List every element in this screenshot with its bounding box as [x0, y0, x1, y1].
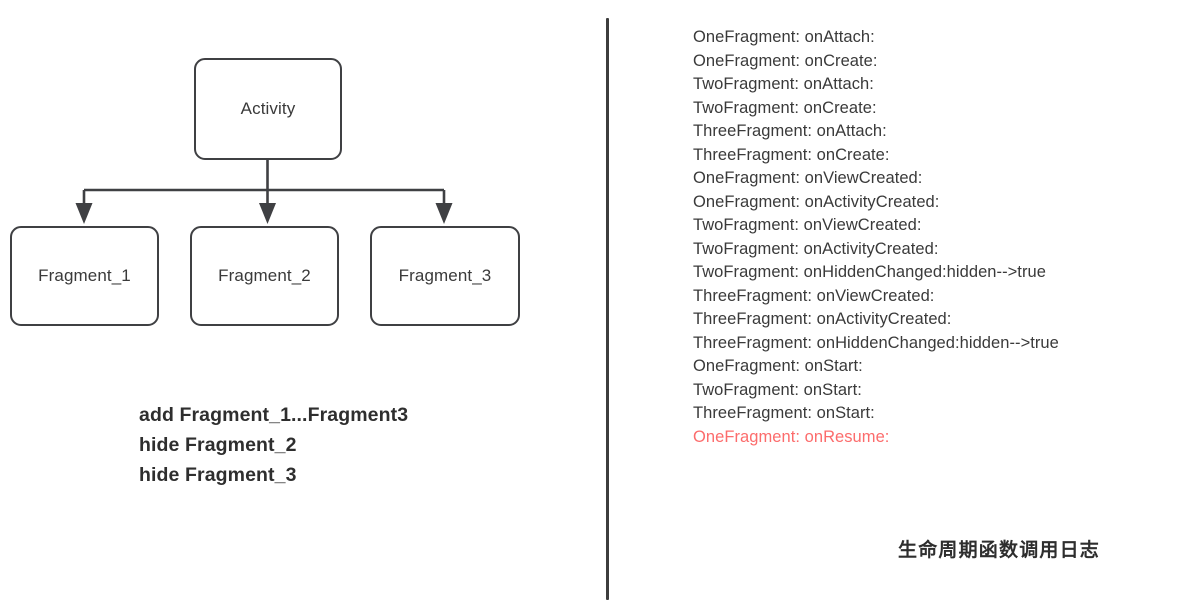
log-line: ThreeFragment: onStart: [693, 404, 875, 422]
log-line: TwoFragment: onHiddenChanged:hidden-->tr… [693, 263, 1046, 281]
diagram-panel: Activity Fragment_1 Fragment_2 Fragment_… [10, 58, 520, 490]
log-line: OneFragment: onStart: [693, 357, 863, 375]
log-line-highlighted: OneFragment: onResume: [693, 427, 890, 446]
log-line: ThreeFragment: onAttach: [693, 122, 887, 140]
log-line: OneFragment: onViewCreated: [693, 169, 923, 187]
node-fragment-3[interactable]: Fragment_3 [370, 226, 520, 326]
instruction-line: hide Fragment_3 [139, 464, 297, 486]
node-fragment-2-label: Fragment_2 [218, 266, 311, 285]
node-activity[interactable]: Activity [194, 58, 342, 160]
vertical-divider [606, 18, 609, 600]
log-line: TwoFragment: onActivityCreated: [693, 239, 939, 258]
log-line: ThreeFragment: onActivityCreated: [693, 310, 952, 328]
log-line: ThreeFragment: onHiddenChanged:hidden-->… [693, 333, 1059, 352]
node-fragment-1[interactable]: Fragment_1 [10, 226, 159, 326]
log-line: TwoFragment: onCreate: [693, 98, 877, 117]
node-fragment-1-label: Fragment_1 [38, 266, 131, 285]
instruction-line: hide Fragment_2 [139, 434, 297, 456]
log-line: TwoFragment: onAttach: [693, 75, 874, 93]
node-fragment-2[interactable]: Fragment_2 [190, 226, 339, 326]
arrowhead-icon-1 [75, 203, 93, 224]
log-line: TwoFragment: onViewCreated: [693, 216, 922, 234]
log-list: OneFragment: onAttach: OneFragment: onCr… [693, 26, 1193, 449]
log-line: ThreeFragment: onViewCreated: [693, 286, 935, 305]
instruction-line: add Fragment_1...Fragment3 [139, 404, 409, 426]
log-caption: 生命周期函数调用日志 [898, 540, 1101, 561]
log-line: OneFragment: onAttach: [693, 28, 875, 46]
log-panel: OneFragment: onAttach: OneFragment: onCr… [610, 0, 1200, 612]
instruction-list: add Fragment_1...Fragment3 hide Fragment… [139, 400, 408, 490]
tree-connectors [75, 160, 453, 224]
log-line: TwoFragment: onStart: [693, 380, 862, 399]
arrowhead-icon-2 [259, 203, 276, 224]
node-fragment-3-label: Fragment_3 [398, 266, 492, 285]
node-activity-label: Activity [240, 99, 296, 118]
log-line: ThreeFragment: onCreate: [693, 145, 890, 164]
arrowhead-icon-3 [435, 203, 453, 224]
log-line: OneFragment: onActivityCreated: [693, 192, 940, 211]
log-line: OneFragment: onCreate: [693, 51, 878, 70]
